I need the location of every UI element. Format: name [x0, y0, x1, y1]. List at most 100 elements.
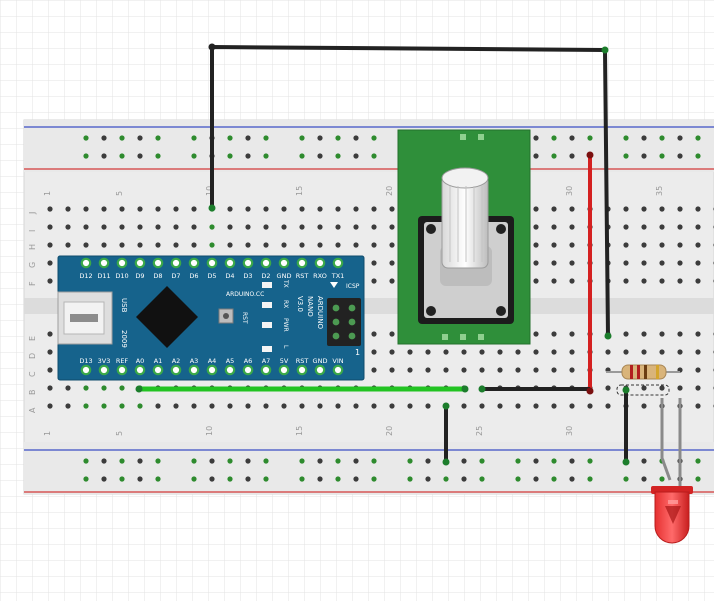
arduino-pin[interactable]	[206, 257, 218, 269]
breadboard-hole[interactable]	[425, 403, 431, 409]
breadboard-hole[interactable]	[425, 458, 431, 464]
arduino-pin[interactable]	[116, 257, 128, 269]
breadboard-hole[interactable]	[317, 153, 323, 159]
breadboard-hole[interactable]	[533, 224, 539, 230]
breadboard-hole[interactable]	[101, 224, 107, 230]
breadboard-hole[interactable]	[677, 224, 683, 230]
breadboard-hole[interactable]	[551, 367, 557, 373]
breadboard-hole[interactable]	[83, 135, 89, 141]
breadboard-hole[interactable]	[641, 385, 647, 391]
breadboard-hole[interactable]	[299, 153, 305, 159]
breadboard-hole[interactable]	[245, 135, 251, 141]
breadboard-hole[interactable]	[587, 403, 593, 409]
breadboard-hole[interactable]	[677, 349, 683, 355]
breadboard-hole[interactable]	[101, 385, 107, 391]
breadboard-hole[interactable]	[515, 349, 521, 355]
breadboard-hole[interactable]	[443, 349, 449, 355]
breadboard-hole[interactable]	[443, 476, 449, 482]
breadboard-hole[interactable]	[155, 476, 161, 482]
breadboard-hole[interactable]	[101, 458, 107, 464]
arduino-pin[interactable]	[224, 364, 236, 376]
breadboard-hole[interactable]	[353, 206, 359, 212]
breadboard-hole[interactable]	[317, 242, 323, 248]
breadboard-hole[interactable]	[677, 153, 683, 159]
breadboard-hole[interactable]	[551, 224, 557, 230]
breadboard-hole[interactable]	[209, 403, 215, 409]
arduino-pin[interactable]	[224, 257, 236, 269]
breadboard-hole[interactable]	[479, 349, 485, 355]
breadboard-hole[interactable]	[335, 242, 341, 248]
breadboard-hole[interactable]	[533, 458, 539, 464]
breadboard-hole[interactable]	[677, 331, 683, 337]
breadboard-hole[interactable]	[371, 349, 377, 355]
breadboard-hole[interactable]	[191, 206, 197, 212]
breadboard-hole[interactable]	[389, 242, 395, 248]
breadboard-hole[interactable]	[137, 135, 143, 141]
breadboard-hole[interactable]	[389, 403, 395, 409]
breadboard-hole[interactable]	[371, 153, 377, 159]
breadboard-hole[interactable]	[695, 260, 701, 266]
breadboard-hole[interactable]	[695, 153, 701, 159]
breadboard-hole[interactable]	[569, 153, 575, 159]
breadboard-hole[interactable]	[695, 476, 701, 482]
breadboard-hole[interactable]	[335, 403, 341, 409]
breadboard-hole[interactable]	[533, 242, 539, 248]
breadboard-hole[interactable]	[299, 206, 305, 212]
breadboard-hole[interactable]	[371, 242, 377, 248]
breadboard-hole[interactable]	[551, 458, 557, 464]
breadboard-hole[interactable]	[83, 206, 89, 212]
breadboard-hole[interactable]	[587, 458, 593, 464]
arduino-pin[interactable]	[170, 364, 182, 376]
breadboard-hole[interactable]	[119, 224, 125, 230]
breadboard-hole[interactable]	[695, 349, 701, 355]
breadboard-hole[interactable]	[425, 476, 431, 482]
breadboard-hole[interactable]	[623, 224, 629, 230]
breadboard-hole[interactable]	[281, 242, 287, 248]
breadboard-hole[interactable]	[605, 403, 611, 409]
breadboard-hole[interactable]	[263, 458, 269, 464]
breadboard-hole[interactable]	[533, 278, 539, 284]
arduino-pin[interactable]	[260, 257, 272, 269]
pot-knob[interactable]	[441, 175, 489, 269]
breadboard-hole[interactable]	[533, 206, 539, 212]
breadboard-hole[interactable]	[263, 206, 269, 212]
breadboard-hole[interactable]	[353, 242, 359, 248]
breadboard-hole[interactable]	[281, 224, 287, 230]
breadboard-hole[interactable]	[101, 403, 107, 409]
breadboard-hole[interactable]	[137, 224, 143, 230]
arduino-pin[interactable]	[314, 364, 326, 376]
breadboard-hole[interactable]	[65, 206, 71, 212]
breadboard-hole[interactable]	[407, 367, 413, 373]
breadboard-hole[interactable]	[371, 260, 377, 266]
breadboard-hole[interactable]	[137, 242, 143, 248]
breadboard-hole[interactable]	[461, 476, 467, 482]
breadboard-hole[interactable]	[695, 206, 701, 212]
breadboard-hole[interactable]	[551, 403, 557, 409]
breadboard-hole[interactable]	[227, 153, 233, 159]
breadboard-hole[interactable]	[227, 206, 233, 212]
breadboard-hole[interactable]	[389, 206, 395, 212]
wire-black-top[interactable]	[210, 45, 610, 337]
arduino-pin[interactable]	[98, 257, 110, 269]
breadboard-hole[interactable]	[623, 135, 629, 141]
breadboard-hole[interactable]	[47, 349, 53, 355]
breadboard-hole[interactable]	[659, 476, 665, 482]
breadboard-hole[interactable]	[155, 206, 161, 212]
breadboard-hole[interactable]	[335, 476, 341, 482]
breadboard-hole[interactable]	[155, 458, 161, 464]
breadboard-hole[interactable]	[335, 135, 341, 141]
breadboard-hole[interactable]	[461, 403, 467, 409]
breadboard-hole[interactable]	[65, 242, 71, 248]
breadboard-hole[interactable]	[425, 367, 431, 373]
breadboard-hole[interactable]	[443, 367, 449, 373]
breadboard-hole[interactable]	[695, 135, 701, 141]
breadboard-hole[interactable]	[245, 224, 251, 230]
breadboard-hole[interactable]	[569, 135, 575, 141]
breadboard-hole[interactable]	[641, 476, 647, 482]
arduino-pin[interactable]	[278, 257, 290, 269]
arduino-pin[interactable]	[314, 257, 326, 269]
breadboard-hole[interactable]	[641, 331, 647, 337]
breadboard-hole[interactable]	[155, 135, 161, 141]
breadboard-hole[interactable]	[119, 206, 125, 212]
breadboard-hole[interactable]	[551, 260, 557, 266]
